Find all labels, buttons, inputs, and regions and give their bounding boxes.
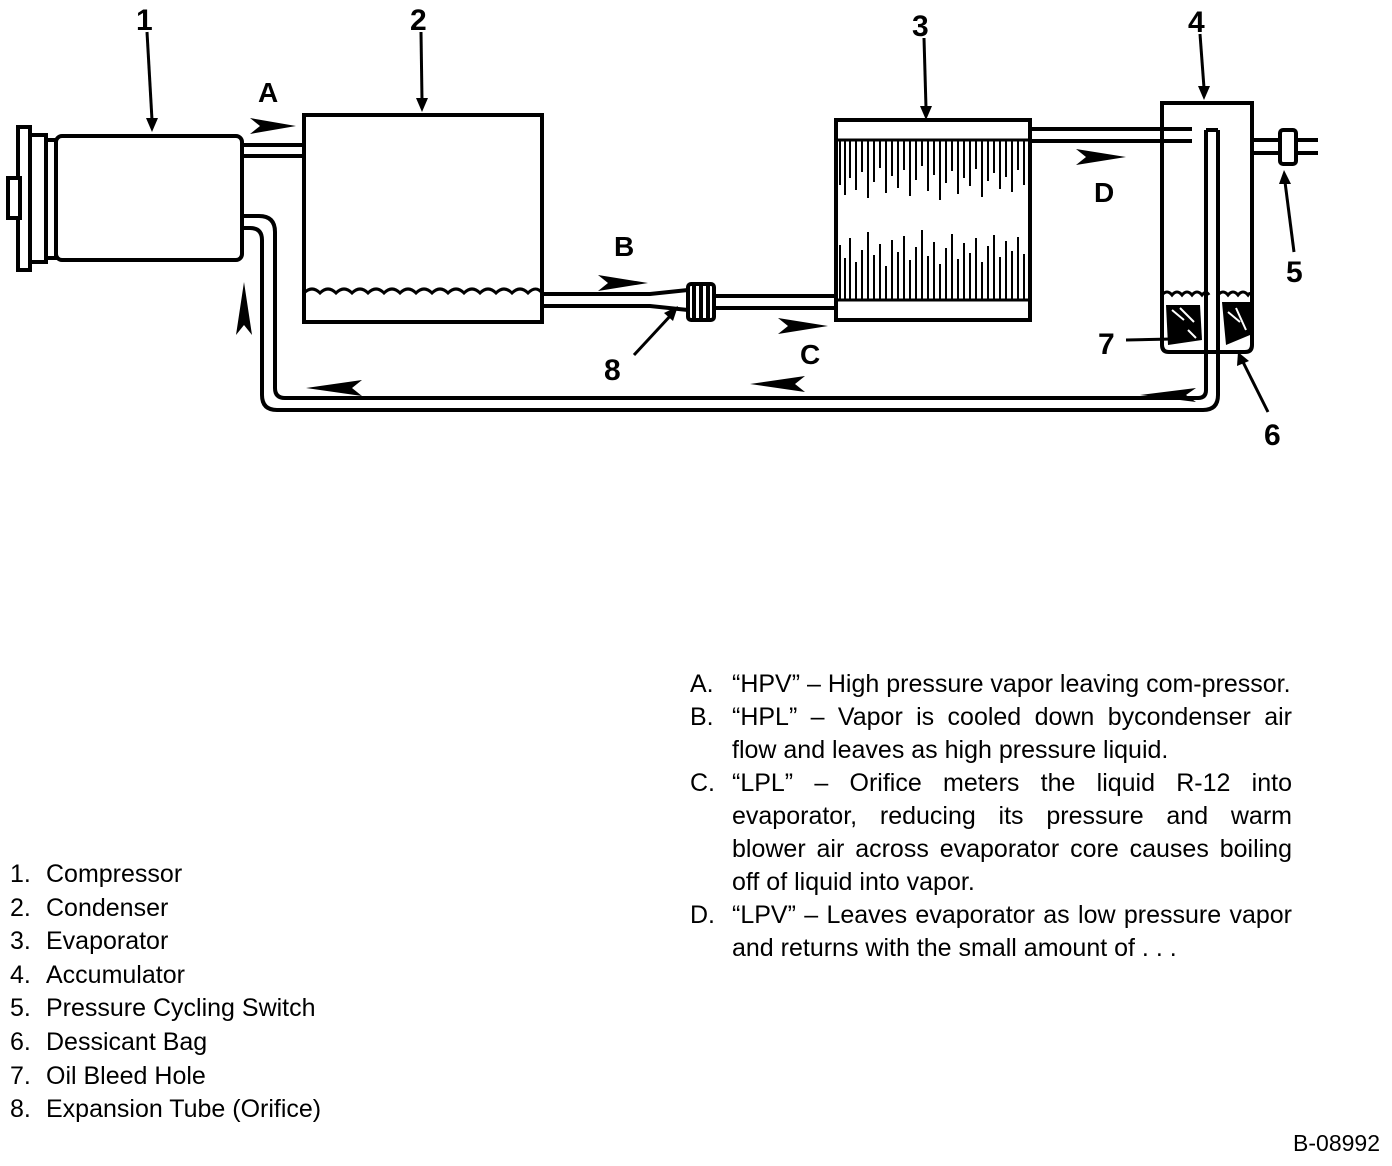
flow-arrow-a [250, 118, 296, 134]
flow-arrow-d [1076, 149, 1126, 165]
legend-item: 2.Condenser [10, 893, 169, 922]
flow-arrow-return-3 [306, 380, 362, 396]
flow-arrow-b [598, 275, 648, 291]
suction-return-line [242, 214, 1220, 412]
flow-label-c: C [800, 339, 820, 370]
callout-2: 2 [410, 4, 427, 37]
flow-arrow-c [778, 318, 828, 334]
note-item: C.“LPL” – Orifice meters the liquid R-12… [690, 769, 1292, 896]
flow-letter-labels: A B C D [258, 77, 1114, 370]
callout-5: 5 [1286, 256, 1303, 289]
callout-6: 6 [1264, 419, 1281, 452]
accumulator [1160, 101, 1254, 395]
flow-notes: A.“HPV” – High pressure vapor leaving co… [690, 668, 1292, 965]
legend-item: 7.Oil Bleed Hole [10, 1061, 206, 1090]
flow-arrow-return-2 [750, 376, 805, 392]
pressure-cycling-switch [1252, 128, 1318, 166]
callout-1: 1 [136, 4, 153, 37]
flow-label-b: B [614, 231, 634, 262]
callout-8: 8 [604, 354, 621, 387]
legend-item: 6.Dessicant Bag [10, 1027, 208, 1056]
flow-arrow-up [236, 282, 252, 335]
discharge-line [242, 143, 304, 158]
callout-3: 3 [912, 10, 929, 43]
note-item: D.“LPV” – Leaves evaporator as low press… [690, 901, 1292, 962]
note-item: B.“HPL” – Vapor is cooled down bycondens… [690, 703, 1292, 764]
refrigerant-cycle-diagram: 1 2 3 4 5 6 7 8 A B C D [6, 4, 1318, 452]
flow-arrow-return-1 [1140, 388, 1196, 402]
legend-item: 5.Pressure Cycling Switch [10, 994, 316, 1023]
condenser [302, 113, 544, 324]
legend-item: 3.Evaporator [10, 927, 169, 956]
flow-label-a: A [258, 77, 278, 108]
note-item: A.“HPV” – High pressure vapor leaving co… [690, 670, 1291, 698]
callout-4: 4 [1188, 6, 1205, 39]
legend-item: 8.Expansion Tube (Orifice) [10, 1095, 322, 1124]
legend-item: 1.Compressor [10, 860, 183, 888]
parts-legend: 1.Compressor 2.Condenser 3.Evaporator 4.… [10, 858, 321, 1127]
legend-item: 4.Accumulator [10, 960, 185, 989]
callout-leaders [145, 31, 1296, 413]
liquid-line [542, 282, 836, 322]
callout-labels: 1 2 3 4 5 6 7 8 [136, 4, 1303, 452]
flow-label-d: D [1094, 177, 1114, 208]
flow-arrows [236, 118, 1196, 402]
callout-7: 7 [1098, 328, 1115, 361]
figure-id: B-08992 [1293, 1130, 1380, 1156]
evaporator [834, 118, 1032, 322]
compressor [6, 125, 244, 272]
